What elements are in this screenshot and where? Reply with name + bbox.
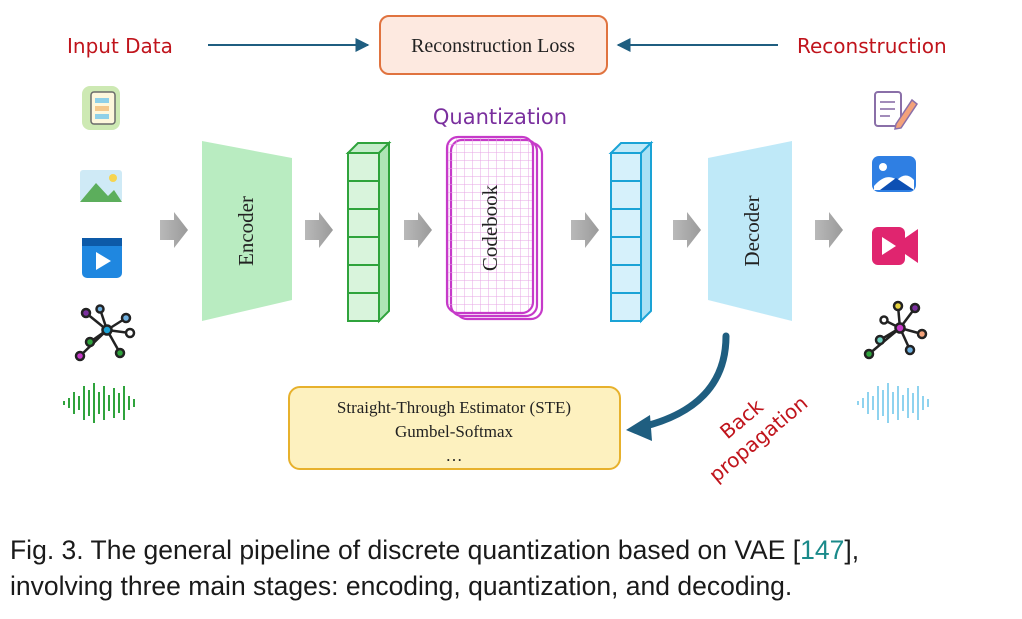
citation-link[interactable]: 147 xyxy=(800,535,845,565)
caption-line-2: involving three main stages: encoding, q… xyxy=(10,571,793,601)
flow-arrow-2 xyxy=(305,212,333,248)
latent-vector-blue xyxy=(608,140,654,324)
audio-waveform-icon xyxy=(63,383,135,423)
codebook-label: Codebook xyxy=(478,184,502,271)
encoder-label: Encoder xyxy=(234,196,258,266)
flow-arrow-4 xyxy=(571,212,599,248)
flow-arrow-5 xyxy=(673,212,701,248)
decoder-label: Decoder xyxy=(740,195,764,266)
reconstruction-loss-box xyxy=(379,15,608,75)
input-data-label: Input Data xyxy=(67,34,173,58)
flow-arrow-6 xyxy=(815,212,843,248)
back-propagation-arrowhead xyxy=(626,415,652,441)
encoder-block xyxy=(202,141,292,321)
graph-icon xyxy=(74,304,136,362)
document-edit-icon xyxy=(874,91,919,130)
latent-vector-green xyxy=(345,140,392,324)
quantization-label: Quantization xyxy=(433,105,567,129)
decoder-block xyxy=(708,141,792,321)
method-ellipsis: … xyxy=(446,446,463,465)
caption-line-1: Fig. 3. The general pipeline of discrete… xyxy=(10,532,1015,568)
caption-line-1-prefix: Fig. 3. The general pipeline of discrete… xyxy=(10,535,801,565)
output-video-icon xyxy=(872,227,918,265)
method-gumbel-softmax: Gumbel-Softmax xyxy=(395,422,514,441)
video-icon xyxy=(82,238,122,278)
codebook-block xyxy=(445,135,544,321)
output-audio-waveform-icon xyxy=(857,383,929,423)
method-ste: Straight-Through Estimator (STE) xyxy=(337,398,571,417)
output-graph-icon xyxy=(863,300,928,360)
reconstruction-loss-label: Reconstruction Loss xyxy=(411,35,575,57)
output-image-icon xyxy=(872,156,916,192)
document-icon xyxy=(82,86,120,130)
reconstruction-label: Reconstruction xyxy=(797,34,947,58)
methods-box xyxy=(288,386,621,470)
image-icon xyxy=(80,170,122,202)
back-propagation-arrow xyxy=(638,332,730,431)
flow-arrow-1 xyxy=(160,212,188,248)
flow-arrow-3 xyxy=(404,212,432,248)
figure-caption: Fig. 3. The general pipeline of discrete… xyxy=(10,532,1015,604)
caption-line-1-suffix: ], xyxy=(844,535,860,565)
